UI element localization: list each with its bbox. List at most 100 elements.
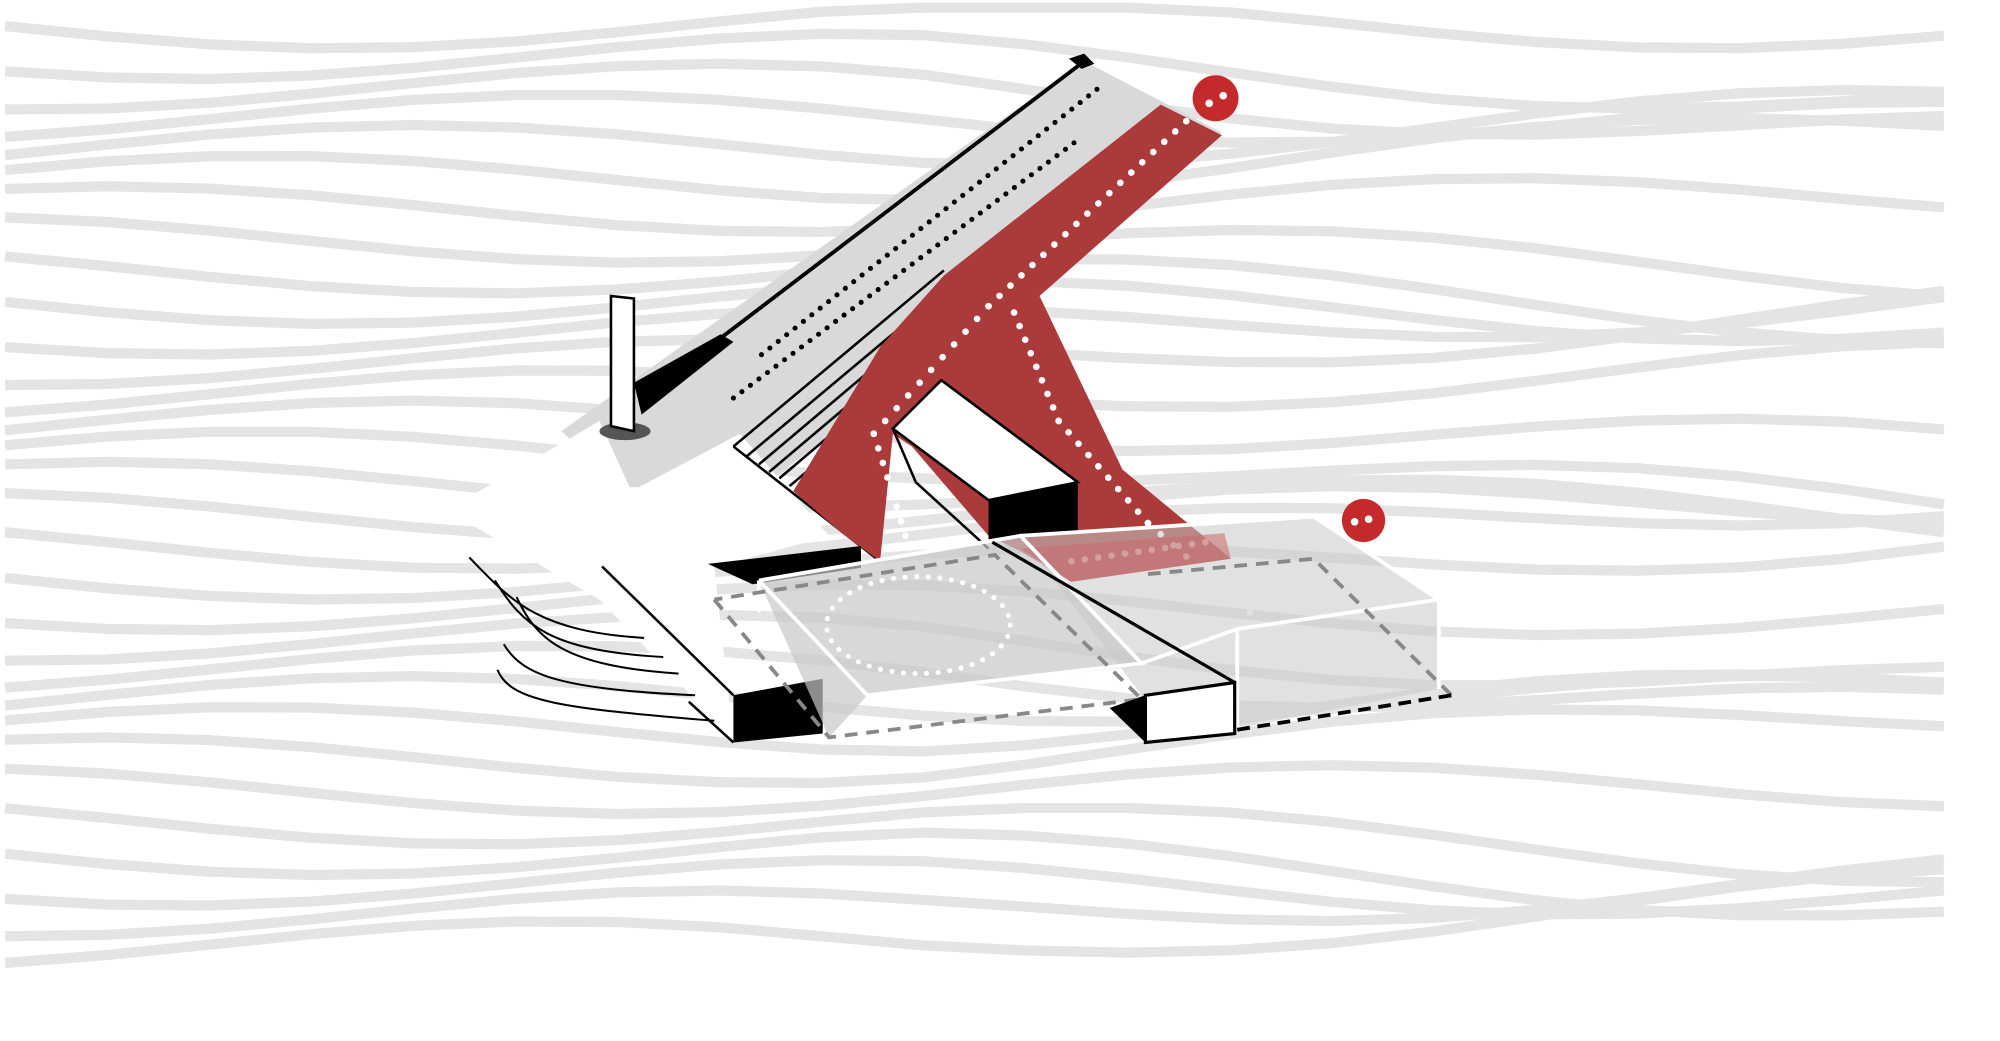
dot: [767, 345, 773, 351]
dot: [1124, 497, 1132, 504]
pillar: [609, 294, 636, 433]
dot: [798, 344, 805, 350]
bridge-shadow: [1109, 695, 1146, 743]
contour-line: [4, 502, 1945, 574]
dot: [909, 232, 915, 238]
pavilion-front: [988, 482, 1078, 541]
bridge-edge: [991, 540, 1236, 684]
dot: [1027, 139, 1033, 145]
dot: [916, 379, 923, 387]
dot: [817, 305, 823, 311]
dot: [833, 318, 839, 325]
dot: [1035, 133, 1041, 139]
dot: [1182, 117, 1190, 125]
dot: [884, 280, 890, 286]
dot: [902, 532, 909, 540]
dot: [1095, 463, 1102, 470]
upper-terrace: [446, 420, 830, 740]
dot: [826, 299, 832, 305]
dot: [1095, 200, 1102, 207]
dot: [758, 352, 765, 358]
contour-line: [5, 58, 1945, 140]
dot: [986, 204, 992, 210]
dot: [874, 445, 882, 452]
ramp-platform: [561, 61, 1222, 488]
dot: [950, 341, 958, 348]
contour-line: [4, 802, 1944, 888]
dot: [867, 265, 874, 271]
dot: [939, 353, 946, 361]
dot: [1144, 519, 1152, 527]
dot: [897, 517, 905, 525]
dot: [1171, 128, 1179, 135]
dot: [893, 245, 899, 252]
dot: [1117, 179, 1124, 187]
dot: [901, 239, 907, 245]
dot: [1003, 191, 1009, 197]
dot: [884, 252, 890, 258]
dot: [841, 312, 847, 318]
dot: [1029, 261, 1036, 269]
dot: [1016, 322, 1023, 330]
dot: [1018, 146, 1025, 152]
dot: [876, 259, 882, 265]
dot: [943, 236, 949, 242]
dot: [985, 302, 992, 310]
dot: [1011, 184, 1017, 191]
dot: [969, 216, 975, 222]
dot: [1084, 210, 1091, 218]
dot: [792, 325, 798, 331]
dot: [904, 392, 912, 399]
dot: [943, 206, 949, 212]
dot: [881, 417, 889, 425]
dot: [893, 404, 901, 412]
dot: [1085, 451, 1092, 459]
dot: [1138, 158, 1146, 166]
dot: [800, 318, 806, 325]
dot: [858, 299, 864, 305]
dot: [1335, 519, 1343, 527]
dot: [918, 226, 924, 232]
dot: [960, 192, 966, 198]
dot: [976, 179, 983, 185]
dot: [1062, 230, 1069, 238]
dot: [951, 199, 957, 205]
dotted-rows: [730, 86, 1100, 401]
contour-line: [4, 864, 1945, 969]
ridge-wall: [633, 334, 734, 415]
dot: [1073, 220, 1080, 228]
dot: [807, 338, 813, 344]
dot: [1160, 138, 1168, 146]
dot: [739, 389, 745, 395]
dot: [1094, 86, 1100, 92]
dot: [1106, 189, 1113, 197]
dot: [1027, 349, 1035, 357]
dot: [790, 350, 796, 356]
dot: [1010, 309, 1018, 316]
dot: [834, 292, 840, 298]
dot: [1044, 390, 1051, 398]
dot: [893, 503, 900, 510]
dot: [1038, 377, 1046, 384]
dot: [781, 357, 788, 363]
dot: [977, 210, 983, 216]
dot: [879, 459, 887, 467]
dot: [1077, 100, 1083, 106]
marker-east: [1341, 498, 1386, 543]
dot: [1007, 282, 1014, 289]
dot: [1028, 172, 1034, 178]
dot: [1134, 508, 1142, 516]
left-slab-front: [733, 678, 823, 743]
dot: [1086, 93, 1092, 99]
dot: [1037, 165, 1043, 171]
dot: [909, 261, 915, 267]
glass-volumes: [712, 514, 1453, 740]
ridge-cap: [1068, 53, 1095, 69]
dot: [824, 325, 830, 331]
dot: [842, 285, 848, 291]
marker-north: [1192, 75, 1239, 122]
dot: [1075, 440, 1082, 447]
dot: [935, 212, 941, 218]
dot: [884, 474, 891, 481]
dot: [1020, 178, 1026, 184]
